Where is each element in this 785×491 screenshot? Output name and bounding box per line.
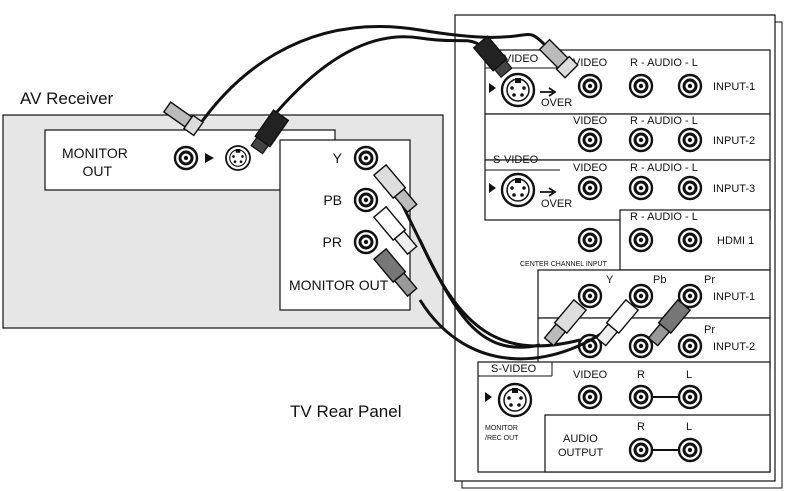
audio-output-label: AUDIO xyxy=(563,433,598,445)
comp1-pb-jack xyxy=(628,283,654,309)
component-pb-label: PB xyxy=(323,192,342,208)
monitor-svideo-jack xyxy=(497,382,533,418)
audio-output-box xyxy=(544,414,771,473)
hdmi1-label: HDMI 1 xyxy=(717,235,754,247)
component-y-plug-tv xyxy=(543,298,588,347)
component-y-label: Y xyxy=(333,150,343,166)
monitor-rec-label-2: /REC OUT xyxy=(485,435,519,442)
component-pb-cable xyxy=(418,239,581,348)
receiver-video-out-jack xyxy=(173,145,199,171)
audio-output-r-jack xyxy=(628,437,654,463)
hdmi1-audio-r-jack xyxy=(628,227,654,253)
arrow-icon xyxy=(540,87,557,97)
audio-output-l-label: L xyxy=(686,421,692,433)
svideo-plug-receiver xyxy=(250,109,290,155)
input1-audio-label: R - AUDIO - L xyxy=(630,57,698,69)
input1-svideo-jack xyxy=(500,72,536,108)
receiver-pb-jack xyxy=(353,187,379,213)
comp2-pr-label: Pr xyxy=(704,324,715,336)
center-channel-jack xyxy=(577,227,603,253)
input1-video-jack xyxy=(577,73,603,99)
comp1-y-jack xyxy=(577,283,603,309)
monitor-l-label: L xyxy=(686,369,692,381)
monitor-out-label: MONITOR xyxy=(62,145,128,161)
receiver-svideo-out-jack xyxy=(225,145,251,171)
input3-audio-r-jack xyxy=(628,175,654,201)
comp-input2-label: INPUT-2 xyxy=(713,341,755,353)
monitor-video-label: VIDEO xyxy=(573,369,608,381)
input3-label: INPUT-3 xyxy=(713,183,755,195)
arrow-icon xyxy=(540,187,557,197)
monitor-svideo-label: S-VIDEO xyxy=(491,363,537,375)
cables xyxy=(162,25,692,361)
input2-video-label: VIDEO xyxy=(573,115,608,127)
component-pr-cable xyxy=(418,299,621,361)
input3-video-label: VIDEO xyxy=(573,162,608,174)
monitor-r-label: R xyxy=(637,369,645,381)
input3-svideo-label: S-VIDEO xyxy=(493,154,539,166)
comp1-y-label: Y xyxy=(606,274,614,286)
audio-output-l-jack xyxy=(677,437,703,463)
receiver-title: AV Receiver xyxy=(20,89,114,108)
composite-plug-tv xyxy=(538,38,579,79)
svideo-cable xyxy=(268,35,497,121)
component-pb-plug-receiver xyxy=(372,205,418,256)
monitor-rec-label: MONITOR xyxy=(485,425,518,432)
input3-video-jack xyxy=(577,175,603,201)
receiver-pr-jack xyxy=(353,229,379,255)
monitor-out-label-2: OUT xyxy=(82,163,112,179)
av-receiver: AV Receiver MONITOR OUT Y PB PR MONITOR … xyxy=(2,89,444,329)
input3-audio-label: R - AUDIO - L xyxy=(630,162,698,174)
input2-label: INPUT-2 xyxy=(713,135,755,147)
arrow-icon xyxy=(485,392,492,402)
composite-video-cable xyxy=(194,25,547,131)
hdmi1-audio-label: R - AUDIO - L xyxy=(630,211,698,223)
arrow-icon xyxy=(489,183,496,193)
comp1-pr-label: Pr xyxy=(704,274,715,286)
hdmi1-audio-l-jack xyxy=(677,227,703,253)
component-pr-label: PR xyxy=(323,234,342,250)
component-monitor-out-label: MONITOR OUT xyxy=(289,277,389,293)
component-y-cable xyxy=(398,199,541,349)
input1-over-label: OVER xyxy=(541,97,572,109)
component-pr-plug-receiver xyxy=(372,247,418,298)
input2-box xyxy=(484,113,771,161)
component-y-plug-receiver xyxy=(372,163,418,214)
center-channel-label: CENTER CHANNEL INPUT xyxy=(520,261,608,268)
monitor-audio-r-jack xyxy=(628,384,654,410)
arrow-icon xyxy=(489,83,496,93)
input2-video-jack xyxy=(577,127,603,153)
comp2-pr-jack xyxy=(677,333,703,359)
input3-svideo-jack xyxy=(500,172,536,208)
input3-audio-l-jack xyxy=(677,175,703,201)
receiver-y-jack xyxy=(353,145,379,171)
input1-audio-r-jack xyxy=(628,73,654,99)
input1-label: INPUT-1 xyxy=(713,81,755,93)
arrow-icon xyxy=(205,153,214,163)
tv-rear-panel: TV Rear Panel S-VIDEO VIDEO R - AUDIO - … xyxy=(290,14,783,489)
tv-title: TV Rear Panel xyxy=(290,402,402,421)
audio-output-label-2: OUTPUT xyxy=(558,447,604,459)
input2-audio-r-jack xyxy=(628,127,654,153)
component-pb-plug-tv xyxy=(595,298,640,347)
audio-output-r-label: R xyxy=(637,421,645,433)
input1-video-label: VIDEO xyxy=(573,57,608,69)
monitor-audio-l-jack xyxy=(677,384,703,410)
input2-audio-l-jack xyxy=(677,127,703,153)
input3-over-label: OVER xyxy=(541,198,572,210)
composite-plug-receiver xyxy=(162,101,204,137)
input2-audio-label: R - AUDIO - L xyxy=(630,115,698,127)
svideo-plug-tv xyxy=(472,35,513,79)
component-pr-plug-tv xyxy=(647,298,692,347)
comp-input1-label: INPUT-1 xyxy=(713,291,755,303)
monitor-video-jack xyxy=(577,384,603,410)
comp1-pb-label: Pb xyxy=(653,274,666,286)
input1-audio-l-jack xyxy=(677,73,703,99)
